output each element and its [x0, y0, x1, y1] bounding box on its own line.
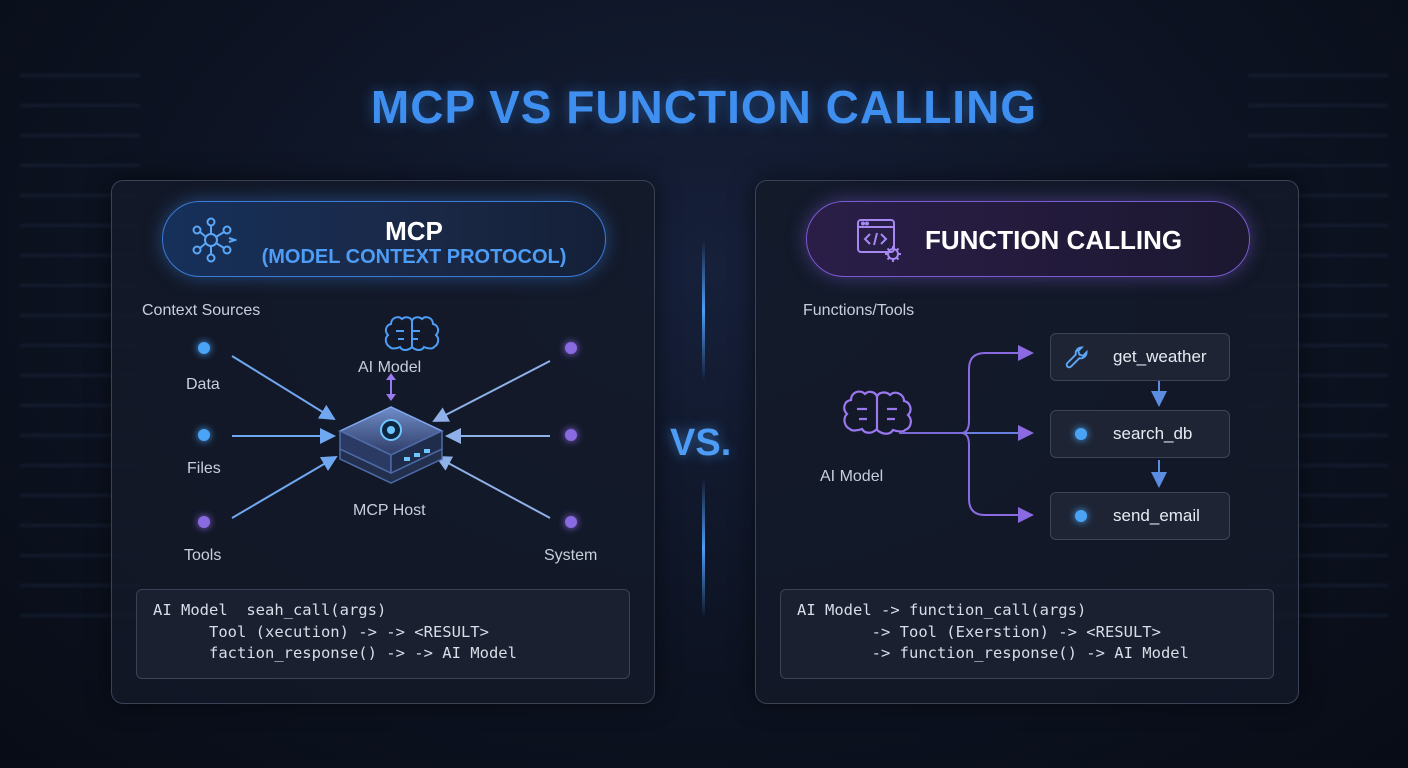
source-data-label: Data [186, 376, 220, 393]
chip-server-icon [338, 406, 444, 484]
functions-tools-label: Functions/Tools [803, 302, 915, 319]
fc-diagram [843, 345, 1167, 523]
code-window-gear-icon [857, 219, 901, 262]
connector-to-get-weather [960, 345, 1034, 434]
fc-code-block: AI Model -> function_call(args) -> Tool … [780, 589, 1274, 679]
arrow-data-to-host [231, 355, 336, 421]
source-system-label: System [544, 547, 598, 564]
mcp-subtitle: (MODEL CONTEXT PROTOCOL) [261, 246, 567, 268]
source-tools-dot [198, 516, 210, 528]
function-get-weather[interactable]: get_weather [1050, 333, 1230, 381]
mcp-code-line: Tool (xecution) -> -> <RESULT> [153, 622, 489, 641]
function-send-email[interactable]: send_email [1050, 492, 1230, 540]
source-right1-dot [565, 342, 577, 354]
context-sources-label: Context Sources [142, 302, 261, 319]
source-system-dot [565, 516, 577, 528]
source-tools-label: Tools [184, 547, 222, 564]
fc-code-line: AI Model -> function_call(args) [797, 601, 1087, 619]
source-data-dot [198, 342, 210, 354]
vs-label: VS. [670, 422, 732, 464]
divider-top [702, 240, 705, 380]
fc-code-line: -> function_response() -> AI Model [797, 644, 1189, 662]
mcp-code-line: faction_response() -> -> AI Model [153, 644, 517, 662]
function-name: get_weather [1113, 347, 1207, 366]
fc-ai-model-label: AI Model [820, 468, 884, 485]
connector-to-send-email [960, 432, 1034, 523]
function-calling-panel: FUNCTION CALLING Functions/Tools AI Mode… [755, 180, 1299, 704]
mcp-code-line: AI Model seah_call(args) [153, 601, 387, 619]
divider-bottom [702, 478, 705, 618]
function-dot [1075, 428, 1087, 440]
mcp-code-block: AI Model seah_call(args) Tool (xecution)… [136, 589, 630, 679]
source-right2-dot [565, 429, 577, 441]
arrow-system-to-host [435, 456, 551, 519]
wrench-icon [1065, 346, 1088, 369]
brain-icon [843, 390, 912, 435]
arrow-right1-to-host [432, 360, 551, 422]
source-files-label: Files [187, 460, 221, 477]
mcp-diagram [231, 316, 551, 519]
fc-header-pill: FUNCTION CALLING [806, 201, 1250, 277]
ai-model-label: AI Model [358, 359, 422, 376]
page-title: MCP VS FUNCTION CALLING [370, 81, 1038, 133]
mcp-title: MCP [385, 216, 443, 246]
function-name: send_email [1113, 506, 1200, 525]
function-name: search_db [1113, 424, 1193, 443]
brain-icon [384, 316, 440, 351]
network-hub-icon [192, 217, 237, 263]
source-files-dot [198, 429, 210, 441]
fc-code-line: -> Tool (Exerstion) -> <RESULT> [797, 622, 1161, 641]
function-search-db[interactable]: search_db [1050, 410, 1230, 458]
function-dot [1075, 510, 1087, 522]
mcp-panel: MCP (MODEL CONTEXT PROTOCOL) [111, 180, 655, 704]
mcp-host-label: MCP Host [353, 502, 426, 519]
mcp-header-pill: MCP (MODEL CONTEXT PROTOCOL) [162, 201, 606, 277]
fc-title: FUNCTION CALLING [925, 225, 1183, 255]
arrow-tools-to-host [231, 455, 338, 519]
